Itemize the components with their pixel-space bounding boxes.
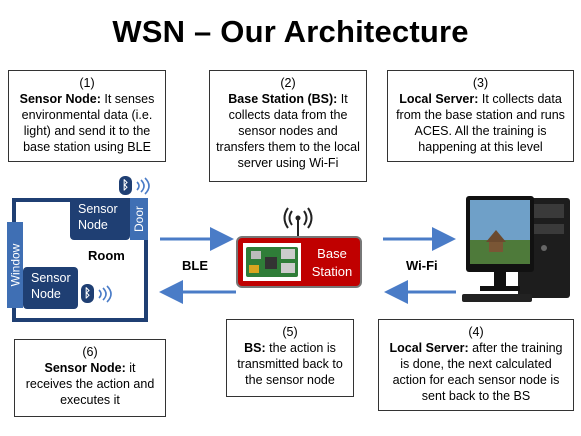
raspberry-pi-board	[243, 243, 301, 281]
box-sensor-node-sense: (1) Sensor Node: It senses environmental…	[8, 70, 166, 162]
box-number: (2)	[280, 76, 296, 90]
box-number: (5)	[282, 325, 298, 339]
window-label: Window	[7, 222, 23, 308]
box-text: It collects data from the base station a…	[396, 92, 565, 154]
box-bs-transmit: (5) BS: the action is transmitted back t…	[226, 319, 354, 397]
sensor-node-top: Sensor Node	[70, 198, 130, 240]
box-heading: Sensor Node:	[44, 361, 126, 375]
room-label: Room	[88, 248, 125, 263]
wireless-signal-icon	[136, 177, 150, 195]
box-base-station-collect: (2) Base Station (BS): It collects data …	[209, 70, 367, 182]
base-station: Base Station	[236, 236, 362, 288]
box-heading: Local Server:	[389, 341, 469, 355]
bluetooth-icon: ᛒ	[81, 284, 94, 303]
box-number: (6)	[82, 345, 98, 359]
box-text: it receives the action and executes it	[25, 361, 155, 407]
sensor-node-bottom: Sensor Node	[23, 267, 78, 309]
box-number: (4)	[468, 325, 484, 339]
wireless-signal-icon	[98, 285, 112, 303]
box-local-server-collect: (3) Local Server: It collects data from …	[387, 70, 574, 162]
box-heading: Local Server:	[399, 92, 479, 106]
wifi-label: Wi-Fi	[406, 258, 438, 273]
page-title: WSN – Our Architecture	[112, 14, 469, 49]
box-text: It senses environmental data (i.e. light…	[21, 92, 155, 154]
bluetooth-icon: ᛒ	[119, 176, 132, 195]
box-text: It collects data from the sensor nodes a…	[216, 92, 360, 170]
antenna-icon	[283, 207, 313, 237]
box-number: (1)	[79, 76, 95, 90]
base-station-label: Base Station	[311, 246, 353, 279]
box-local-server-send: (4) Local Server: after the training is …	[378, 319, 574, 411]
box-sensor-node-execute: (6) Sensor Node: it receives the action …	[14, 339, 166, 417]
box-number: (3)	[472, 76, 489, 90]
ble-label: BLE	[182, 258, 208, 273]
box-heading: Base Station (BS):	[228, 92, 338, 106]
box-text: the action is transmitted back to the se…	[237, 341, 343, 387]
door-label: Door	[130, 198, 148, 240]
box-text: after the training is done, the next cal…	[392, 341, 563, 403]
box-heading: BS:	[244, 341, 266, 355]
box-heading: Sensor Node:	[19, 92, 101, 106]
desktop-computer	[462, 196, 570, 302]
